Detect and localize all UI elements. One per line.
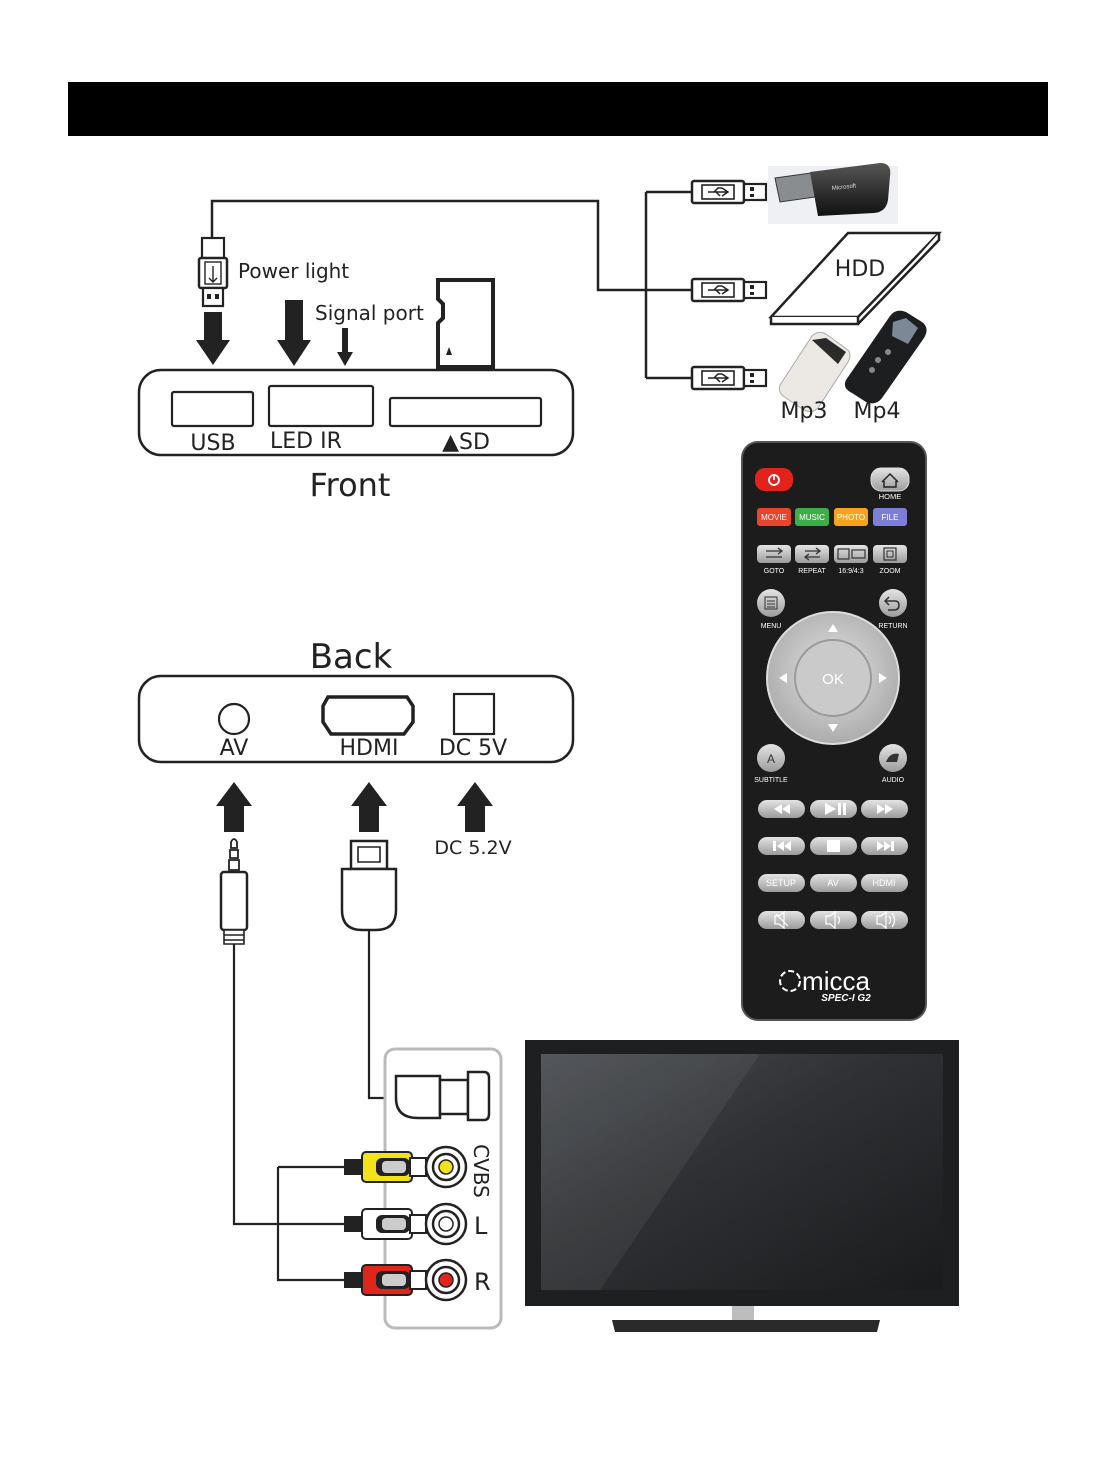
hdd-icon: HDD bbox=[771, 233, 939, 324]
usb-port-label: USB bbox=[190, 431, 235, 456]
av-button-label: AV bbox=[827, 878, 838, 888]
goto-label: GOTO bbox=[764, 568, 785, 575]
input-row: SETUP AV HDMI bbox=[758, 874, 908, 892]
front-panel: Power light Signal port USB LED IR ▲SD F… bbox=[139, 192, 692, 504]
rca-plug-red bbox=[344, 1260, 466, 1300]
repeat-label: REPEAT bbox=[798, 568, 826, 575]
usb-plug-vertical bbox=[199, 238, 227, 306]
aspect-button[interactable] bbox=[834, 545, 868, 563]
model-label: SPEC-I G2 bbox=[821, 993, 871, 1004]
hdd-label: HDD bbox=[835, 257, 885, 282]
zoom-label: ZOOM bbox=[880, 568, 901, 575]
ir-arrow-icon bbox=[337, 328, 353, 366]
home-label: HOME bbox=[879, 492, 902, 501]
r-label: R bbox=[474, 1268, 491, 1296]
usb-port bbox=[172, 392, 253, 426]
tv-hdmi-plug-icon bbox=[396, 1072, 489, 1120]
led-ir-label: LED IR bbox=[270, 429, 342, 454]
back-panel: Back AV HDMI DC 5V DC 5.2V bbox=[139, 637, 573, 1280]
hdmi-plug-icon bbox=[342, 841, 396, 930]
usb-stick-icon: Microsoft bbox=[768, 163, 898, 224]
dc-arrow-icon bbox=[457, 782, 493, 832]
audio-label: AUDIO bbox=[882, 777, 905, 784]
svg-text:A: A bbox=[767, 752, 775, 766]
setup-label: SETUP bbox=[766, 878, 796, 888]
file-label: FILE bbox=[882, 513, 899, 522]
sd-slot-label: ▲SD bbox=[442, 430, 490, 455]
av-label: AV bbox=[220, 736, 249, 761]
av-jack bbox=[219, 704, 249, 734]
mp3-label: Mp3 bbox=[781, 399, 828, 424]
aspect-label: 16:9/4:3 bbox=[838, 568, 863, 575]
usb-arrow-icon bbox=[196, 312, 230, 365]
volume-row bbox=[758, 911, 908, 929]
usb-devices: Microsoft HDD Mp3 Mp4 bbox=[692, 163, 939, 424]
av-arrow-icon bbox=[216, 782, 252, 832]
mp4-label: Mp4 bbox=[854, 399, 901, 424]
sd-card-icon bbox=[438, 280, 493, 367]
signal-port-label: Signal port bbox=[315, 301, 424, 325]
ok-label: OK bbox=[822, 671, 844, 688]
av-plug-icon bbox=[221, 839, 247, 944]
dc-input-label: DC 5.2V bbox=[434, 837, 511, 859]
led-ir-window bbox=[269, 386, 373, 426]
sd-slot bbox=[390, 398, 541, 426]
music-label: MUSIC bbox=[799, 513, 825, 522]
goto-button[interactable] bbox=[757, 545, 791, 563]
rca-plug-yellow bbox=[344, 1147, 466, 1187]
repeat-button[interactable] bbox=[795, 545, 829, 563]
usb-plug-3 bbox=[692, 367, 766, 389]
power-light-label: Power light bbox=[238, 259, 349, 283]
menu-button[interactable] bbox=[757, 589, 785, 617]
back-title: Back bbox=[310, 637, 393, 677]
cvbs-label: CVBS bbox=[469, 1144, 493, 1198]
transport-row-1 bbox=[758, 800, 908, 818]
photo-label: PHOTO bbox=[837, 513, 865, 522]
usb-plug-1 bbox=[692, 181, 766, 203]
transport-row-2 bbox=[758, 837, 908, 855]
subtitle-label: SUBTITLE bbox=[754, 777, 788, 784]
dc-port bbox=[454, 694, 494, 734]
usb-plug-2 bbox=[692, 279, 766, 301]
brand-label: micca bbox=[802, 966, 870, 996]
dc-label: DC 5V bbox=[439, 736, 507, 761]
menu-label: MENU bbox=[761, 623, 782, 630]
hdmi-label: HDMI bbox=[340, 736, 399, 761]
remote-control: HOME MOVIE MUSIC PHOTO FILE GOTO REPEAT … bbox=[742, 442, 926, 1020]
hdmi-button-label: HDMI bbox=[873, 878, 896, 888]
return-button[interactable] bbox=[879, 589, 907, 617]
av-cable bbox=[234, 944, 346, 1224]
l-label: L bbox=[474, 1212, 488, 1240]
rca-plug-white bbox=[344, 1204, 466, 1244]
hdmi-port bbox=[323, 697, 413, 734]
hdmi-arrow-icon bbox=[351, 782, 387, 832]
front-title: Front bbox=[310, 466, 391, 504]
led-arrow-icon bbox=[277, 300, 311, 366]
tv-input-panel: CVBS L R bbox=[344, 1049, 501, 1328]
tv-icon bbox=[525, 1040, 959, 1332]
return-label: RETURN bbox=[878, 623, 907, 630]
movie-label: MOVIE bbox=[761, 513, 787, 522]
